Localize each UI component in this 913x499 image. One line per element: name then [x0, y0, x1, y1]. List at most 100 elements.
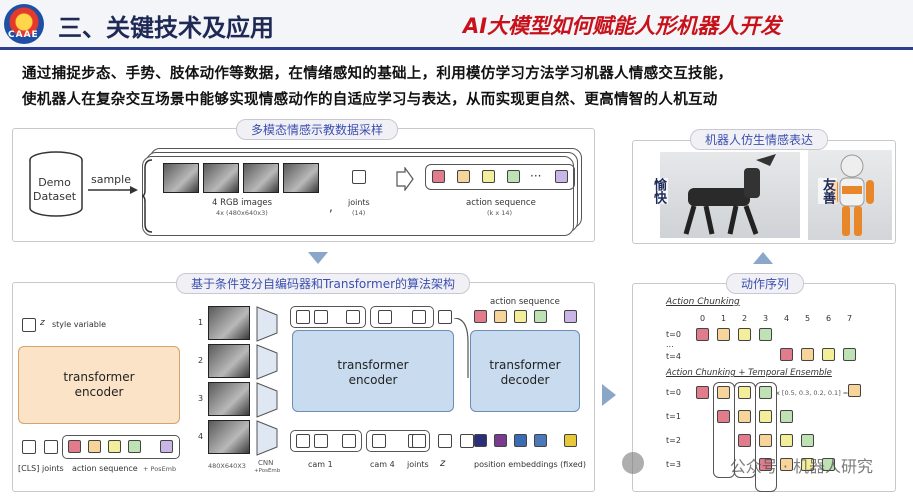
- watermark: 公众号 · 机器人研究: [729, 457, 873, 476]
- col-5: 5: [805, 314, 811, 323]
- happy-label: 愉快: [649, 178, 668, 204]
- ensemble-column-box: [755, 382, 777, 492]
- cam-image-3: [208, 382, 250, 416]
- cvae-encoder-block: [18, 346, 180, 424]
- dec-out-token: [514, 310, 527, 323]
- dots-label: ...: [666, 340, 674, 349]
- cam-num-4: 4: [198, 432, 204, 441]
- pos-emb-token: [514, 434, 527, 447]
- ens-token: [759, 386, 772, 399]
- ens-token: [780, 458, 793, 471]
- z-symbol: z: [40, 318, 45, 328]
- ensemble-result-token: [848, 384, 861, 397]
- enc-action-token: [108, 440, 121, 453]
- style-var-label: style variable: [52, 320, 106, 329]
- img-size-label: 480X640X3: [208, 462, 246, 470]
- rgb-image-2: [203, 163, 239, 193]
- dec-out-token: [534, 310, 547, 323]
- ens-token: [822, 458, 835, 471]
- enc-out-box-1: [290, 306, 366, 328]
- action-token: [432, 170, 445, 183]
- ens-token: [801, 458, 814, 471]
- chunking-label: Action Chunking: [666, 297, 740, 307]
- action-token: [457, 170, 470, 183]
- z-in-token: [460, 434, 474, 448]
- enc-action-token: [160, 440, 173, 453]
- up-arrow: [753, 252, 773, 264]
- cnn-sub-label: +PosEmb: [254, 468, 281, 474]
- action-seq-label: action sequence: [466, 198, 536, 208]
- transformer-decoder-label: transformer decoder: [489, 358, 561, 387]
- action-seq-box: [425, 164, 575, 190]
- transformer-encoder-block: [292, 330, 454, 412]
- action-token: [555, 170, 568, 183]
- ens-token: [780, 434, 793, 447]
- enc-joints-label: joints: [42, 464, 64, 473]
- ens-token: [759, 434, 772, 447]
- dec-out-token: [564, 310, 577, 323]
- cam-image-2: [208, 344, 250, 378]
- rgb-images-sub: 4x (480x640x3): [216, 209, 268, 217]
- cvae-encoder-label: transformer encoder: [63, 370, 135, 399]
- hollow-arrow-icon: [396, 167, 414, 191]
- wechat-icon: [622, 452, 644, 474]
- intro-line-2: 使机器人在复杂交互场景中能够实现情感动作的自适应学习与表达，从而实现更自然、更高…: [22, 92, 718, 108]
- enc-out-token: [314, 310, 328, 324]
- enc-in-box-1: [290, 430, 362, 452]
- bionic-title: 机器人仿生情感表达: [690, 129, 829, 150]
- comma: ,: [329, 200, 333, 214]
- cam-image-1: [208, 306, 250, 340]
- ensemble-label: Action Chunking + Temporal Ensemble: [666, 368, 832, 378]
- enc-out-token: [378, 310, 392, 324]
- cls-label: [CLS]: [18, 464, 40, 473]
- pos-emb-token: [564, 434, 577, 447]
- joints-square: [352, 170, 366, 184]
- chunk-token: [843, 348, 856, 361]
- style-var-square: [22, 318, 36, 332]
- pos-emb-token: [534, 434, 547, 447]
- t2-label: t=2: [666, 436, 681, 445]
- joints-token: [44, 440, 58, 454]
- enc-action-token: [88, 440, 101, 453]
- chunk-token: [801, 348, 814, 361]
- t1-label: t=1: [666, 412, 681, 421]
- robot-dog-icon: [683, 154, 776, 235]
- ens-token: [780, 410, 793, 423]
- col-2: 2: [742, 314, 748, 323]
- chunk-token: [759, 328, 772, 341]
- t3-label: t=3: [666, 460, 681, 469]
- enc-out-token: [296, 310, 310, 324]
- transformer-decoder-block: [470, 330, 580, 412]
- cam1-label: cam 1: [308, 460, 333, 469]
- chunk-token: [717, 328, 730, 341]
- ens-token: [738, 386, 751, 399]
- rgb-image-3: [243, 163, 279, 193]
- joints-sub: (14): [352, 209, 366, 217]
- architecture-title: 基于条件变分自编码器和Transformer的算法架构: [176, 273, 471, 294]
- enc-in-token: [342, 434, 356, 448]
- ens-token: [696, 386, 709, 399]
- enc-in-box-2: [366, 430, 430, 452]
- col-0: 0: [700, 314, 706, 323]
- enc-in-token: [296, 434, 310, 448]
- joints-label: joints: [348, 198, 370, 207]
- chunk-token: [738, 328, 751, 341]
- chunk-token: [780, 348, 793, 361]
- enc-posemb-label: + PosEmb: [143, 465, 177, 473]
- cls-token: [22, 440, 36, 454]
- rgb-image-4: [283, 163, 319, 193]
- intro-line-1: 通过捕捉步态、手势、肢体动作等数据，在情绪感知的基础上，利用模仿学习方法学习机器…: [22, 66, 733, 82]
- logo-text: CAAE: [8, 30, 39, 40]
- cam4-label: cam 4: [370, 460, 395, 469]
- enc-action-box: [62, 435, 180, 459]
- caae-logo: [4, 4, 44, 44]
- sample-arrow: [88, 186, 138, 194]
- joints2-label: joints: [407, 460, 429, 469]
- z2-label: z: [440, 458, 446, 469]
- transformer-encoder-label: transformer encoder: [337, 358, 409, 387]
- dec-action-label: action sequence: [490, 297, 560, 307]
- right-arrow: [602, 384, 616, 406]
- enc-action-label: action sequence: [72, 464, 138, 473]
- brace-left: [142, 159, 153, 233]
- enc-out-token: [346, 310, 360, 324]
